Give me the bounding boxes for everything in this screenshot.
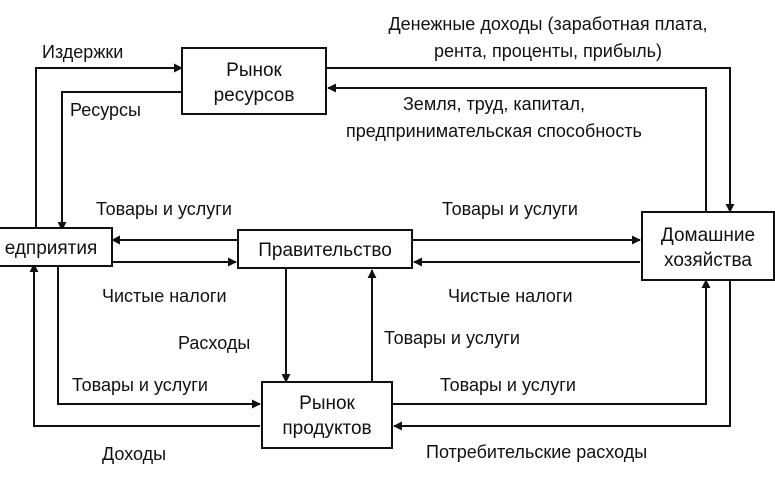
arrow-resources <box>57 91 182 231</box>
government-label: Правительство <box>258 240 392 261</box>
node-resource-market: Рынок ресурсов <box>181 47 327 115</box>
label-revenue: Доходы <box>102 444 166 464</box>
arrow-firms-to-product <box>57 262 261 409</box>
label-consumer-spending: Потребительские расходы <box>426 442 647 462</box>
arrow-consumer-spending <box>393 280 731 431</box>
households-line-2: хозяйства <box>664 250 752 271</box>
arrow-revenue <box>29 263 260 427</box>
label-costs: Издержки <box>42 42 123 62</box>
product-market-line-2: продуктов <box>282 418 371 439</box>
label-factors-line-2: предпринимательская способность <box>346 121 642 141</box>
arrow-costs <box>35 63 183 230</box>
flow-labels: Издержки Ресурсы Денежные доходы (зарабо… <box>42 14 708 464</box>
label-money-income-line-1: Денежные доходы (заработная плата, <box>388 14 707 34</box>
label-money-income-line-2: рента, проценты, прибыль) <box>434 41 662 61</box>
label-goods-services-firms-gov: Товары и услуги <box>96 199 232 219</box>
product-market-line-1: Рынок <box>299 393 355 414</box>
label-goods-services-to-gov: Товары и услуги <box>384 328 520 348</box>
node-firms: едприятия <box>0 227 113 267</box>
label-goods-services-firms-market: Товары и услуги <box>72 375 208 395</box>
households-line-1: Домашние <box>661 225 755 246</box>
label-expenditures: Расходы <box>178 333 250 353</box>
resource-market-line-2: ресурсов <box>214 85 295 106</box>
flow-arrows <box>29 63 735 431</box>
label-net-taxes-households: Чистые налоги <box>448 286 573 306</box>
firms-label: едприятия <box>5 238 98 259</box>
node-product-market: Рынок продуктов <box>261 381 393 449</box>
label-factors-line-1: Земля, труд, капитал, <box>403 94 585 114</box>
arrow-money-income <box>326 67 735 213</box>
label-goods-services-gov-households: Товары и услуги <box>442 199 578 219</box>
label-goods-services-market-households: Товары и услуги <box>440 375 576 395</box>
arrow-factors <box>327 83 707 212</box>
node-households: Домашние хозяйства <box>641 211 775 281</box>
resource-market-line-1: Рынок <box>226 60 282 81</box>
label-net-taxes-firms: Чистые налоги <box>102 286 227 306</box>
label-resources: Ресурсы <box>70 100 141 120</box>
node-government: Правительство <box>237 229 413 269</box>
arrow-product-to-households <box>392 279 711 405</box>
